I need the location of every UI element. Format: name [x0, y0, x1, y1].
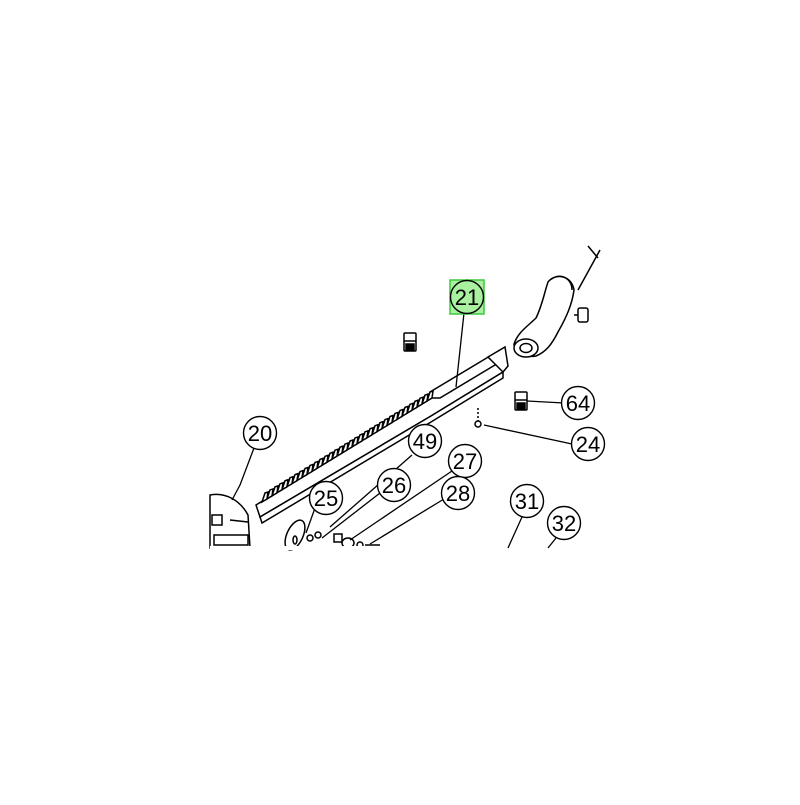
callout-circle — [560, 385, 596, 421]
rack-tooth — [365, 426, 374, 440]
rack-tooth — [420, 393, 429, 406]
rack-tooth — [355, 432, 364, 446]
gear-rack — [255, 345, 509, 525]
screw-24 — [474, 408, 482, 428]
gear-housing — [209, 493, 251, 549]
rack-teeth — [260, 389, 434, 504]
callout-32[interactable]: 32 — [546, 505, 582, 541]
callout-label: 32 — [552, 511, 576, 536]
rack-tooth — [340, 441, 349, 455]
rack-tooth — [310, 460, 319, 474]
callout-20[interactable]: 20 — [242, 415, 278, 451]
callout-circle — [440, 475, 476, 511]
callout-49[interactable]: 49 — [407, 423, 443, 459]
rack-tooth — [425, 389, 434, 403]
callout-28[interactable]: 28 — [440, 475, 476, 511]
clip-part-left — [403, 332, 417, 352]
rack-tooth — [280, 478, 289, 492]
rack-tooth — [295, 469, 304, 483]
callout-label: 28 — [446, 481, 470, 506]
callout-label: 49 — [413, 429, 437, 454]
callout-circle — [509, 483, 545, 519]
callout-label: 24 — [576, 432, 600, 457]
callout-circle — [242, 415, 278, 451]
callout-circle — [407, 423, 443, 459]
callout-circle — [376, 467, 412, 503]
callout-21[interactable]: 21 — [449, 279, 485, 315]
rack-tooth — [275, 481, 284, 495]
rack-tooth — [380, 417, 389, 431]
rack-tooth — [400, 405, 409, 419]
crank-arm — [513, 245, 601, 358]
rack-tooth — [290, 472, 299, 486]
rack-tooth — [285, 475, 294, 489]
callout-layer: 21 20 49 27 25 26 28 31 32 64 24 — [242, 279, 606, 541]
rack-tooth — [330, 448, 339, 461]
rack-tooth — [260, 490, 269, 504]
rack-tooth — [410, 399, 419, 412]
rack-tooth — [385, 414, 394, 428]
leader-lines — [231, 312, 573, 549]
callout-label: 26 — [382, 473, 406, 498]
rack-tooth — [270, 484, 279, 498]
callout-circle — [546, 505, 582, 541]
callout-31[interactable]: 31 — [509, 483, 545, 519]
callout-label: 27 — [453, 449, 477, 474]
rack-tooth — [395, 408, 404, 422]
rack-tooth — [370, 423, 379, 437]
callout-circle — [570, 426, 606, 462]
callout-25[interactable]: 25 — [308, 480, 344, 516]
callout-64[interactable]: 64 — [560, 385, 596, 421]
rack-tooth — [345, 438, 354, 452]
callout-label: 25 — [314, 486, 338, 511]
callout-24[interactable]: 24 — [570, 426, 606, 462]
rack-tooth — [350, 435, 359, 449]
rack-tooth — [320, 454, 329, 467]
clip-part-64 — [514, 391, 528, 411]
rack-tooth — [325, 451, 334, 464]
rack-tooth — [315, 457, 324, 471]
rack-tooth — [300, 466, 309, 480]
small-hardware — [306, 531, 380, 549]
rack-tooth — [375, 420, 384, 434]
rack-tooth — [415, 396, 424, 409]
rack-tooth — [360, 429, 369, 443]
rack-tooth — [305, 463, 314, 477]
callout-circle — [449, 279, 485, 315]
callout-label: 20 — [248, 421, 272, 446]
rack-tooth — [405, 402, 414, 415]
rack-tooth — [335, 445, 344, 458]
callout-label: 64 — [566, 391, 590, 416]
rack-tooth — [390, 411, 399, 425]
callout-label: 21 — [455, 285, 479, 310]
rack-tooth — [265, 487, 274, 501]
callout-27[interactable]: 27 — [447, 443, 483, 479]
callout-26[interactable]: 26 — [376, 467, 412, 503]
callout-circle — [308, 480, 344, 516]
callout-label: 31 — [515, 489, 539, 514]
